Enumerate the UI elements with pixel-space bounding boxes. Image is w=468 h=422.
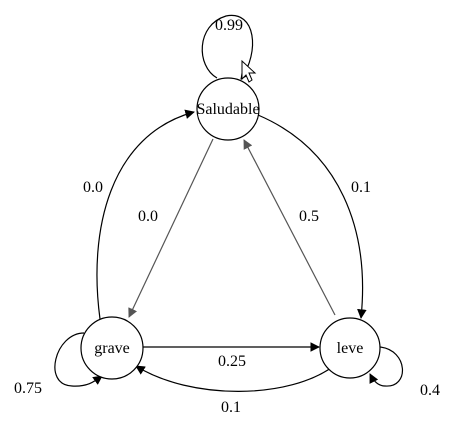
edge-self-leve — [369, 346, 403, 387]
edge-label-leve-saludable: 0.5 — [299, 208, 319, 225]
node-saludable: Saludable — [196, 77, 260, 141]
node-leve: leve — [319, 317, 381, 379]
edge-self-grave — [54, 332, 103, 387]
edge-label-self-grave: 0.75 — [14, 380, 42, 397]
mouse-pointer-icon — [241, 59, 257, 83]
node-label-grave: grave — [94, 340, 130, 357]
edge-saludable-grave — [128, 138, 214, 318]
edge-grave-saludable — [96, 109, 195, 320]
edge-label-saludable-leve: 0.1 — [351, 179, 371, 196]
edge-saludable-leve — [257, 114, 367, 319]
node-grave: grave — [80, 316, 144, 380]
edge-leve-grave — [135, 364, 336, 392]
edge-label-grave-leve: 0.25 — [218, 353, 246, 370]
edge-label-self-saludable: 0.99 — [215, 17, 243, 34]
edge-label-self-leve: 0.4 — [420, 382, 440, 399]
node-label-leve: leve — [337, 340, 364, 357]
edge-leve-saludable — [243, 139, 336, 316]
edge-label-leve-grave: 0.1 — [221, 399, 241, 416]
node-label-saludable: Saludable — [196, 101, 259, 118]
edge-self-saludable — [201, 14, 254, 80]
edge-label-saludable-grave: 0.0 — [138, 208, 158, 225]
edge-label-grave-saludable: 0.0 — [83, 179, 103, 196]
